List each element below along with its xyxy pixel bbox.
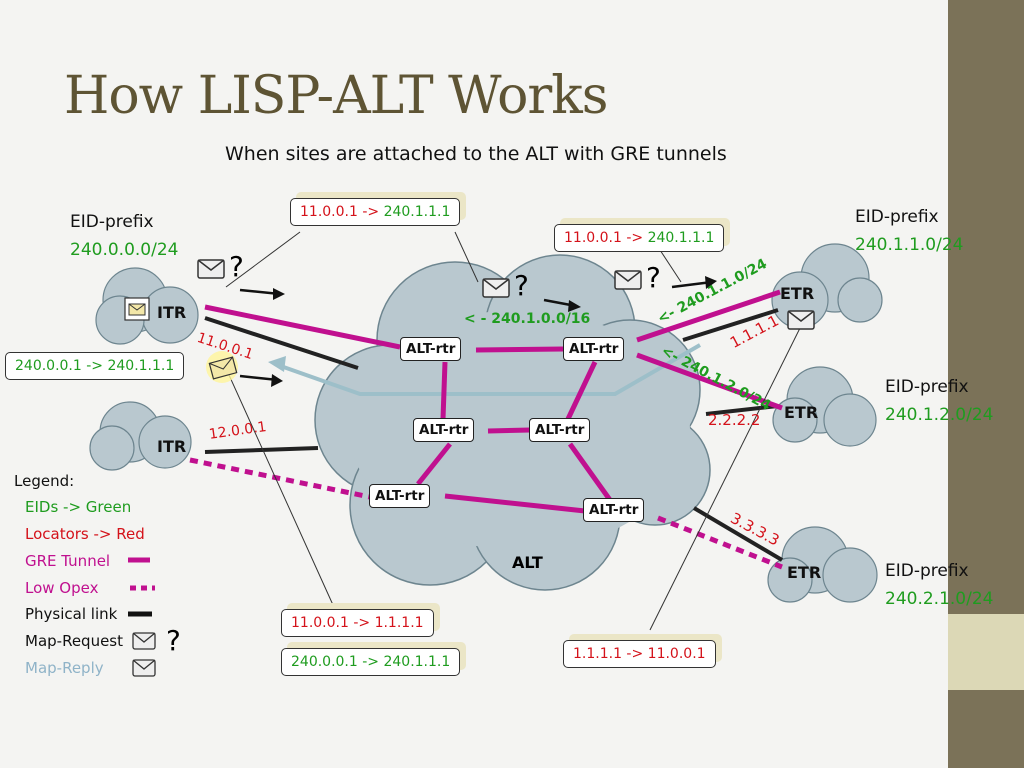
packet-box-bottom-right: 1.1.1.1 -> 11.0.0.1	[563, 640, 716, 668]
alt-cloud	[314, 254, 711, 591]
alt-router: ALT-rtr	[400, 337, 462, 361]
eid-prefix-label: EID-prefix	[855, 207, 939, 227]
route-alt-prefix: < - 240.1.0.0/16	[464, 311, 591, 327]
side-bar-accent	[948, 614, 1024, 690]
glowing-envelope-icon	[206, 351, 238, 383]
legend-item-map-reply: Map-Reply	[25, 659, 104, 677]
packet-box-left-inner: 240.0.0.1 -> 240.1.1.1	[5, 352, 185, 380]
eid-prefix-etr3: 240.2.1.0/24	[885, 589, 994, 609]
page-subtitle: When sites are attached to the ALT with …	[225, 143, 727, 165]
packet-box-bottom-inner: 240.0.0.1 -> 240.1.1.1	[281, 648, 461, 676]
map-reply-arrowhead	[268, 356, 286, 372]
eid-prefix-label: EID-prefix	[885, 561, 969, 581]
question-mark: ?	[646, 261, 661, 294]
request-arrows	[239, 276, 717, 387]
legend-item-gre-tunnel: GRE Tunnel	[25, 552, 111, 570]
alt-router: ALT-rtr	[583, 498, 645, 522]
question-mark: ?	[514, 269, 529, 302]
legend-swatches	[128, 557, 156, 677]
envelope-icon	[482, 278, 510, 298]
envelope-icon	[614, 270, 642, 290]
alt-cloud-label: ALT	[512, 553, 543, 572]
packet-box-top-right: 11.0.0.1 -> 240.1.1.1	[554, 224, 725, 252]
alt-router: ALT-rtr	[413, 418, 475, 442]
gre-tunnels	[204, 289, 783, 514]
site-cloud-etr1	[771, 243, 883, 329]
envelope-icon	[197, 259, 225, 279]
eid-prefix-etr2: 240.1.2.0/24	[885, 405, 994, 425]
alt-router: ALT-rtr	[563, 337, 625, 361]
itr-label: ITR	[157, 303, 187, 322]
alt-router: ALT-rtr	[529, 418, 591, 442]
low-opex-links	[189, 457, 783, 570]
map-reply-path	[274, 343, 701, 396]
eid-prefix-etr1: 240.1.1.0/24	[855, 235, 964, 255]
site-cloud-etr2	[772, 366, 877, 447]
packet-box-bottom-outer: 11.0.0.1 -> 1.1.1.1	[281, 609, 434, 637]
packet-dst: 240.1.1.1	[383, 204, 451, 220]
etr-label: ETR	[787, 563, 822, 582]
eid-prefix-itr1: 240.0.0.0/24	[70, 240, 179, 260]
eid-prefix-label: EID-prefix	[70, 212, 154, 232]
alt-router: ALT-rtr	[369, 484, 431, 508]
packet-src: 11.0.0.1 ->	[300, 204, 380, 220]
itr-label: ITR	[157, 437, 187, 456]
eid-prefix-label: EID-prefix	[885, 377, 969, 397]
packet-src: 11.0.0.1 ->	[564, 230, 644, 246]
packet-dst: 240.1.1.1	[647, 230, 715, 246]
locator-etr2: 2.2.2.2	[708, 411, 761, 429]
page-title: How LISP-ALT Works	[64, 66, 608, 126]
mail-badge-icon	[124, 297, 150, 321]
legend-item-locators: Locators -> Red	[25, 525, 145, 543]
question-mark: ?	[166, 624, 181, 657]
envelope-icon	[787, 310, 815, 330]
etr-label: ETR	[780, 284, 815, 303]
legend-item-eids: EIDs -> Green	[25, 498, 132, 516]
question-mark: ?	[229, 250, 244, 283]
legend-title: Legend:	[14, 472, 75, 490]
legend-item-low-opex: Low Opex	[25, 579, 99, 597]
site-cloud-etr3	[767, 526, 878, 603]
legend-item-physical-link: Physical link	[25, 605, 118, 623]
packet-box-top-center: 11.0.0.1 -> 240.1.1.1	[290, 198, 461, 226]
callout-lines	[225, 231, 804, 631]
legend-item-map-request: Map-Request	[25, 632, 123, 650]
etr-label: ETR	[784, 403, 819, 422]
physical-links	[204, 308, 784, 562]
site-cloud-itr2	[89, 401, 192, 471]
